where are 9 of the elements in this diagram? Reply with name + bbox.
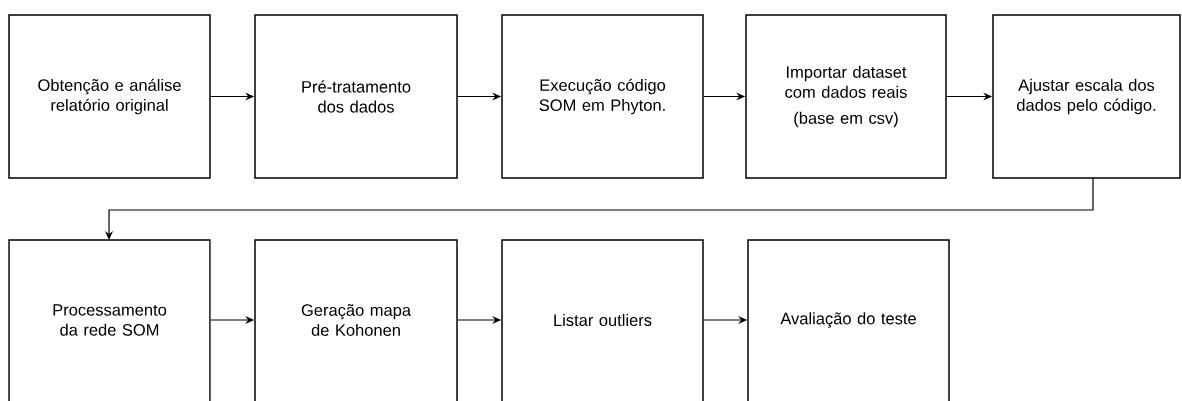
process-box: Importar dataset com dados reais (base em csv)	[745, 14, 947, 179]
process-box: Execução código SOM em Phyton.	[501, 14, 704, 179]
process-box: Processamento da rede SOM	[8, 239, 211, 401]
process-box: Geração mapa de Kohonen	[254, 239, 458, 401]
process-box: Avaliação do teste	[747, 239, 950, 401]
process-box: Ajustar escala dos dados pelo código.	[992, 14, 1181, 179]
process-box: Listar outliers	[501, 239, 704, 401]
process-box: Pré-tratamento dos dados	[254, 14, 458, 179]
process-box: Obtenção e análise relatório original	[8, 14, 211, 179]
